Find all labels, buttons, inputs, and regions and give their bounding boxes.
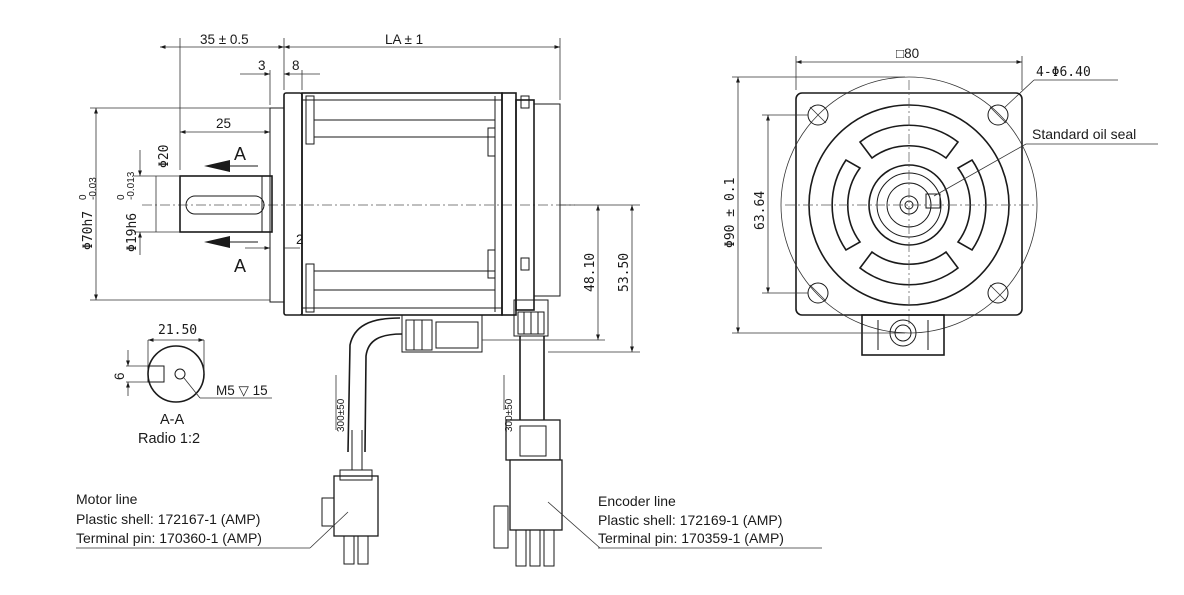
- cable-length-motor: 300±50: [336, 398, 347, 432]
- dim-shaft-dia: Φ19h6: [125, 213, 140, 252]
- front-view: □80 4-Φ6.40 Standard oil seal Φ90 ± 0.1 …: [723, 46, 1158, 356]
- oil-seal-label: Standard oil seal: [1032, 126, 1136, 142]
- dim-section-key: 6: [112, 372, 127, 380]
- encoder-line-labels: Encoder line Plastic shell: 172169-1 (AM…: [547, 493, 822, 549]
- motor-pin: Terminal pin: 170360-1 (AMP): [76, 530, 262, 546]
- dim-center-height-2: 53.50: [617, 253, 632, 292]
- dim-section-width: 21.50: [158, 323, 197, 338]
- motor-line-title: Motor line: [76, 491, 138, 507]
- dim-pilot-dia: Φ70h7: [81, 211, 96, 250]
- dim-key-dia: Φ20: [157, 145, 172, 168]
- dim-pilot-tol-upper: 0: [78, 194, 89, 200]
- dim-bolt-circle: Φ90 ± 0.1: [723, 178, 738, 248]
- dim-center-height-1: 48.10: [583, 253, 598, 292]
- dim-flange-offset: 35 ± 0.5: [200, 32, 249, 47]
- dim-pilot-tol-lower: -0.03: [88, 177, 99, 200]
- section-ratio: Radio 1:2: [138, 431, 200, 447]
- section-title: A-A: [160, 412, 185, 428]
- dim-8: 8: [292, 58, 300, 73]
- cable-length-encoder: 300±50: [504, 398, 515, 432]
- encoder-pin: Terminal pin: 170359-1 (AMP): [598, 530, 784, 546]
- motor-line-labels: Motor line Plastic shell: 172167-1 (AMP)…: [76, 491, 349, 549]
- dim-2: 2: [296, 232, 304, 247]
- section-marker-top: A: [234, 144, 246, 164]
- section-view: 21.50 6 M5 ▽ 15 A-A Radio 1:2: [112, 323, 272, 447]
- section-marker-bottom: A: [234, 256, 246, 276]
- dim-shaft-tol-lower: -0.013: [126, 171, 137, 200]
- encoder-shell: Plastic shell: 172169-1 (AMP): [598, 512, 782, 528]
- dim-body-length: LA ± 1: [385, 32, 423, 47]
- dim-3: 3: [258, 58, 266, 73]
- encoder-line-title: Encoder line: [598, 493, 676, 509]
- dim-hole-spacing: 63.64: [753, 191, 768, 230]
- motor-shell: Plastic shell: 172167-1 (AMP): [76, 511, 260, 527]
- dim-square-size: □80: [896, 46, 919, 61]
- dim-shaft-length: 25: [216, 116, 231, 131]
- dim-shaft-tol-upper: 0: [116, 194, 127, 200]
- side-view: A A 35 ± 0.5 LA ± 1 3 8 25 2 Φ70h7 0 -0.…: [78, 32, 640, 567]
- thread-spec: M5 ▽ 15: [216, 383, 268, 398]
- dim-hole-spec: 4-Φ6.40: [1036, 65, 1091, 80]
